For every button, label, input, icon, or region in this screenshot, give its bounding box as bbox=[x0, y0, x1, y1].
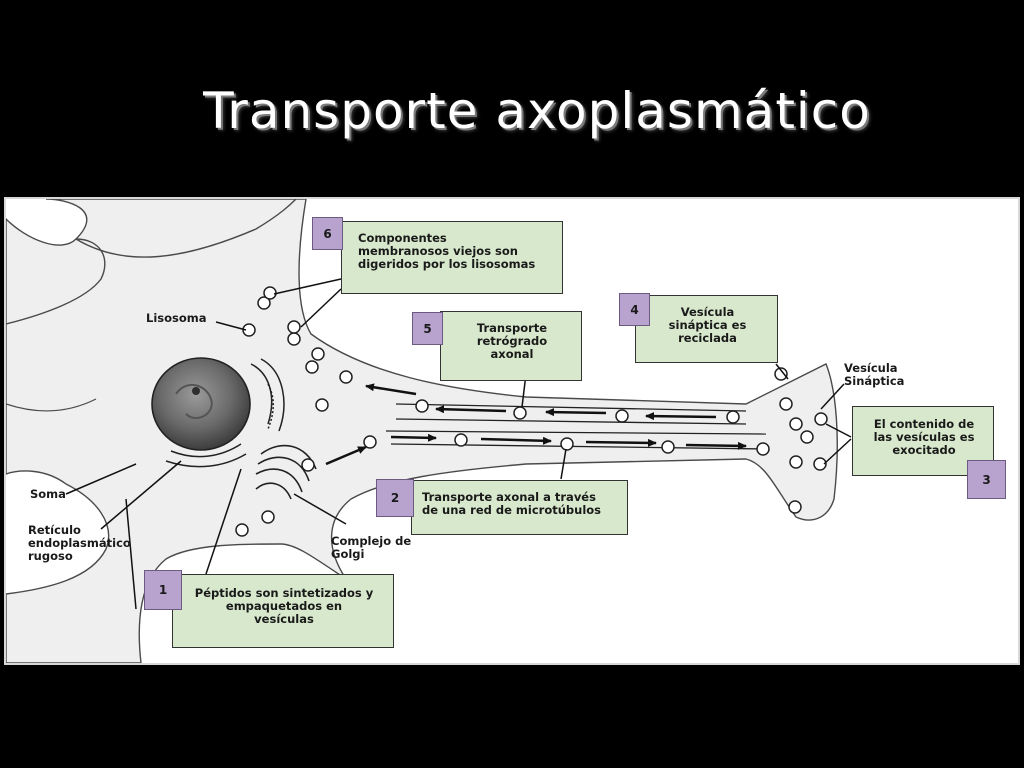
step-number-3: 3 bbox=[967, 460, 1006, 499]
slide-title: Transporte axoplasmático bbox=[203, 82, 871, 140]
vesicles bbox=[235, 286, 828, 537]
diagram-figure: Lisosoma Soma Retículo endoplasmático ru… bbox=[4, 197, 1020, 665]
anterograde-arrows bbox=[325, 433, 747, 466]
callout-step-1: Péptidos son sintetizados y empaquetados… bbox=[172, 574, 394, 648]
callout-step-6: Componentes membranosos viejos son diger… bbox=[341, 221, 563, 294]
neuron-diagram bbox=[6, 199, 852, 663]
callout-step-2: Transporte axonal a través de una red de… bbox=[411, 480, 628, 535]
label-reticulo-endoplasmatico: Retículo endoplasmático rugoso bbox=[28, 523, 131, 563]
step-number-2: 2 bbox=[376, 479, 414, 517]
callout-step-3: El contenido de las vesículas es exocita… bbox=[852, 406, 994, 476]
leader-lines bbox=[65, 278, 852, 610]
callout-step-5: Transporte retrógrado axonal bbox=[440, 311, 582, 381]
label-soma: Soma bbox=[30, 487, 66, 501]
retrograde-arrows bbox=[365, 383, 717, 421]
rough-er bbox=[165, 358, 285, 468]
step-number-4: 4 bbox=[619, 293, 650, 326]
step-number-5: 5 bbox=[412, 312, 443, 345]
dendrite-outline bbox=[6, 398, 97, 412]
step-number-1: 1 bbox=[144, 570, 182, 610]
nucleus bbox=[151, 357, 251, 451]
label-complejo-golgi: Complejo de Golgi bbox=[331, 534, 412, 561]
label-lisosoma: Lisosoma bbox=[146, 311, 207, 325]
dendrite-outline bbox=[6, 238, 106, 325]
label-vesicula-sinaptica: Vesícula Sináptica bbox=[844, 361, 905, 388]
microtubules bbox=[385, 403, 767, 450]
callout-step-4: Vesícula sináptica es reciclada bbox=[635, 295, 778, 363]
dendrite-outline bbox=[75, 199, 297, 258]
step-number-6: 6 bbox=[312, 217, 343, 250]
